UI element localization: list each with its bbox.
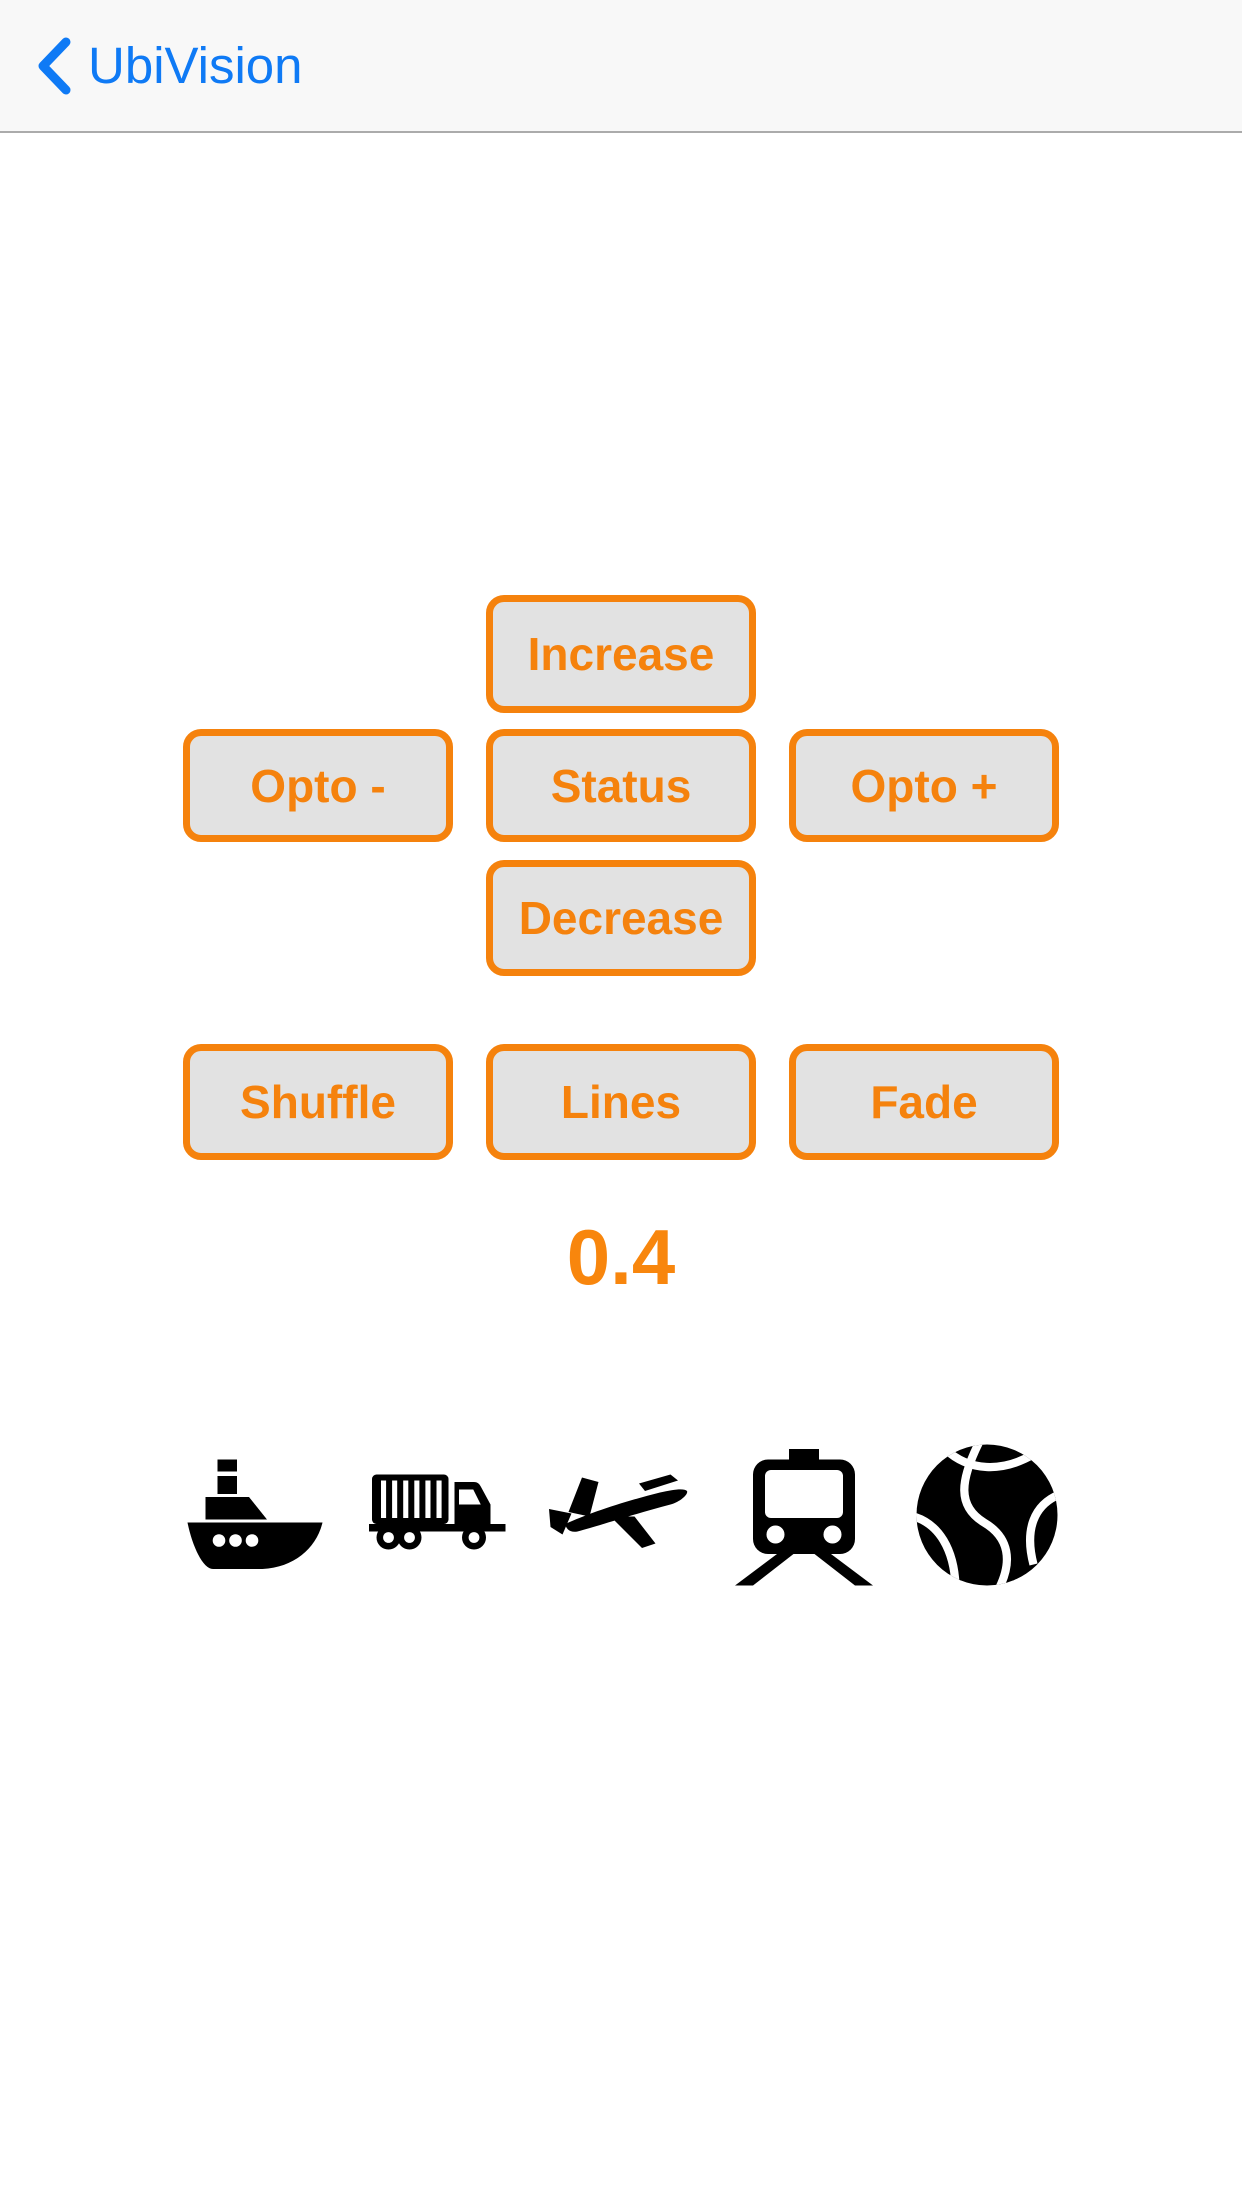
navigation-bar: UbiVision <box>0 0 1242 133</box>
plane-icon <box>549 1474 688 1548</box>
train-button[interactable] <box>729 1440 879 1590</box>
train-icon <box>735 1449 873 1586</box>
lines-button[interactable]: Lines <box>486 1044 756 1160</box>
back-button[interactable]: UbiVision <box>36 0 303 131</box>
plane-button[interactable] <box>546 1440 696 1590</box>
basketball-icon <box>916 1444 1058 1586</box>
decrease-button[interactable]: Decrease <box>486 860 756 976</box>
back-label: UbiVision <box>88 37 303 94</box>
truck-button[interactable] <box>363 1440 513 1590</box>
status-button[interactable]: Status <box>486 729 756 842</box>
truck-icon <box>369 1474 506 1550</box>
transport-icon-row <box>0 1440 1242 1590</box>
ship-icon <box>187 1459 323 1569</box>
ship-button[interactable] <box>180 1440 330 1590</box>
shuffle-button[interactable]: Shuffle <box>183 1044 453 1160</box>
increase-button[interactable]: Increase <box>486 595 756 713</box>
basketball-button[interactable] <box>912 1440 1062 1590</box>
fade-button[interactable]: Fade <box>789 1044 1059 1160</box>
opto-plus-button[interactable]: Opto + <box>789 729 1059 842</box>
chevron-left-icon <box>38 37 71 94</box>
value-display: 0.4 <box>566 1213 676 1301</box>
opto-minus-button[interactable]: Opto - <box>183 729 453 842</box>
